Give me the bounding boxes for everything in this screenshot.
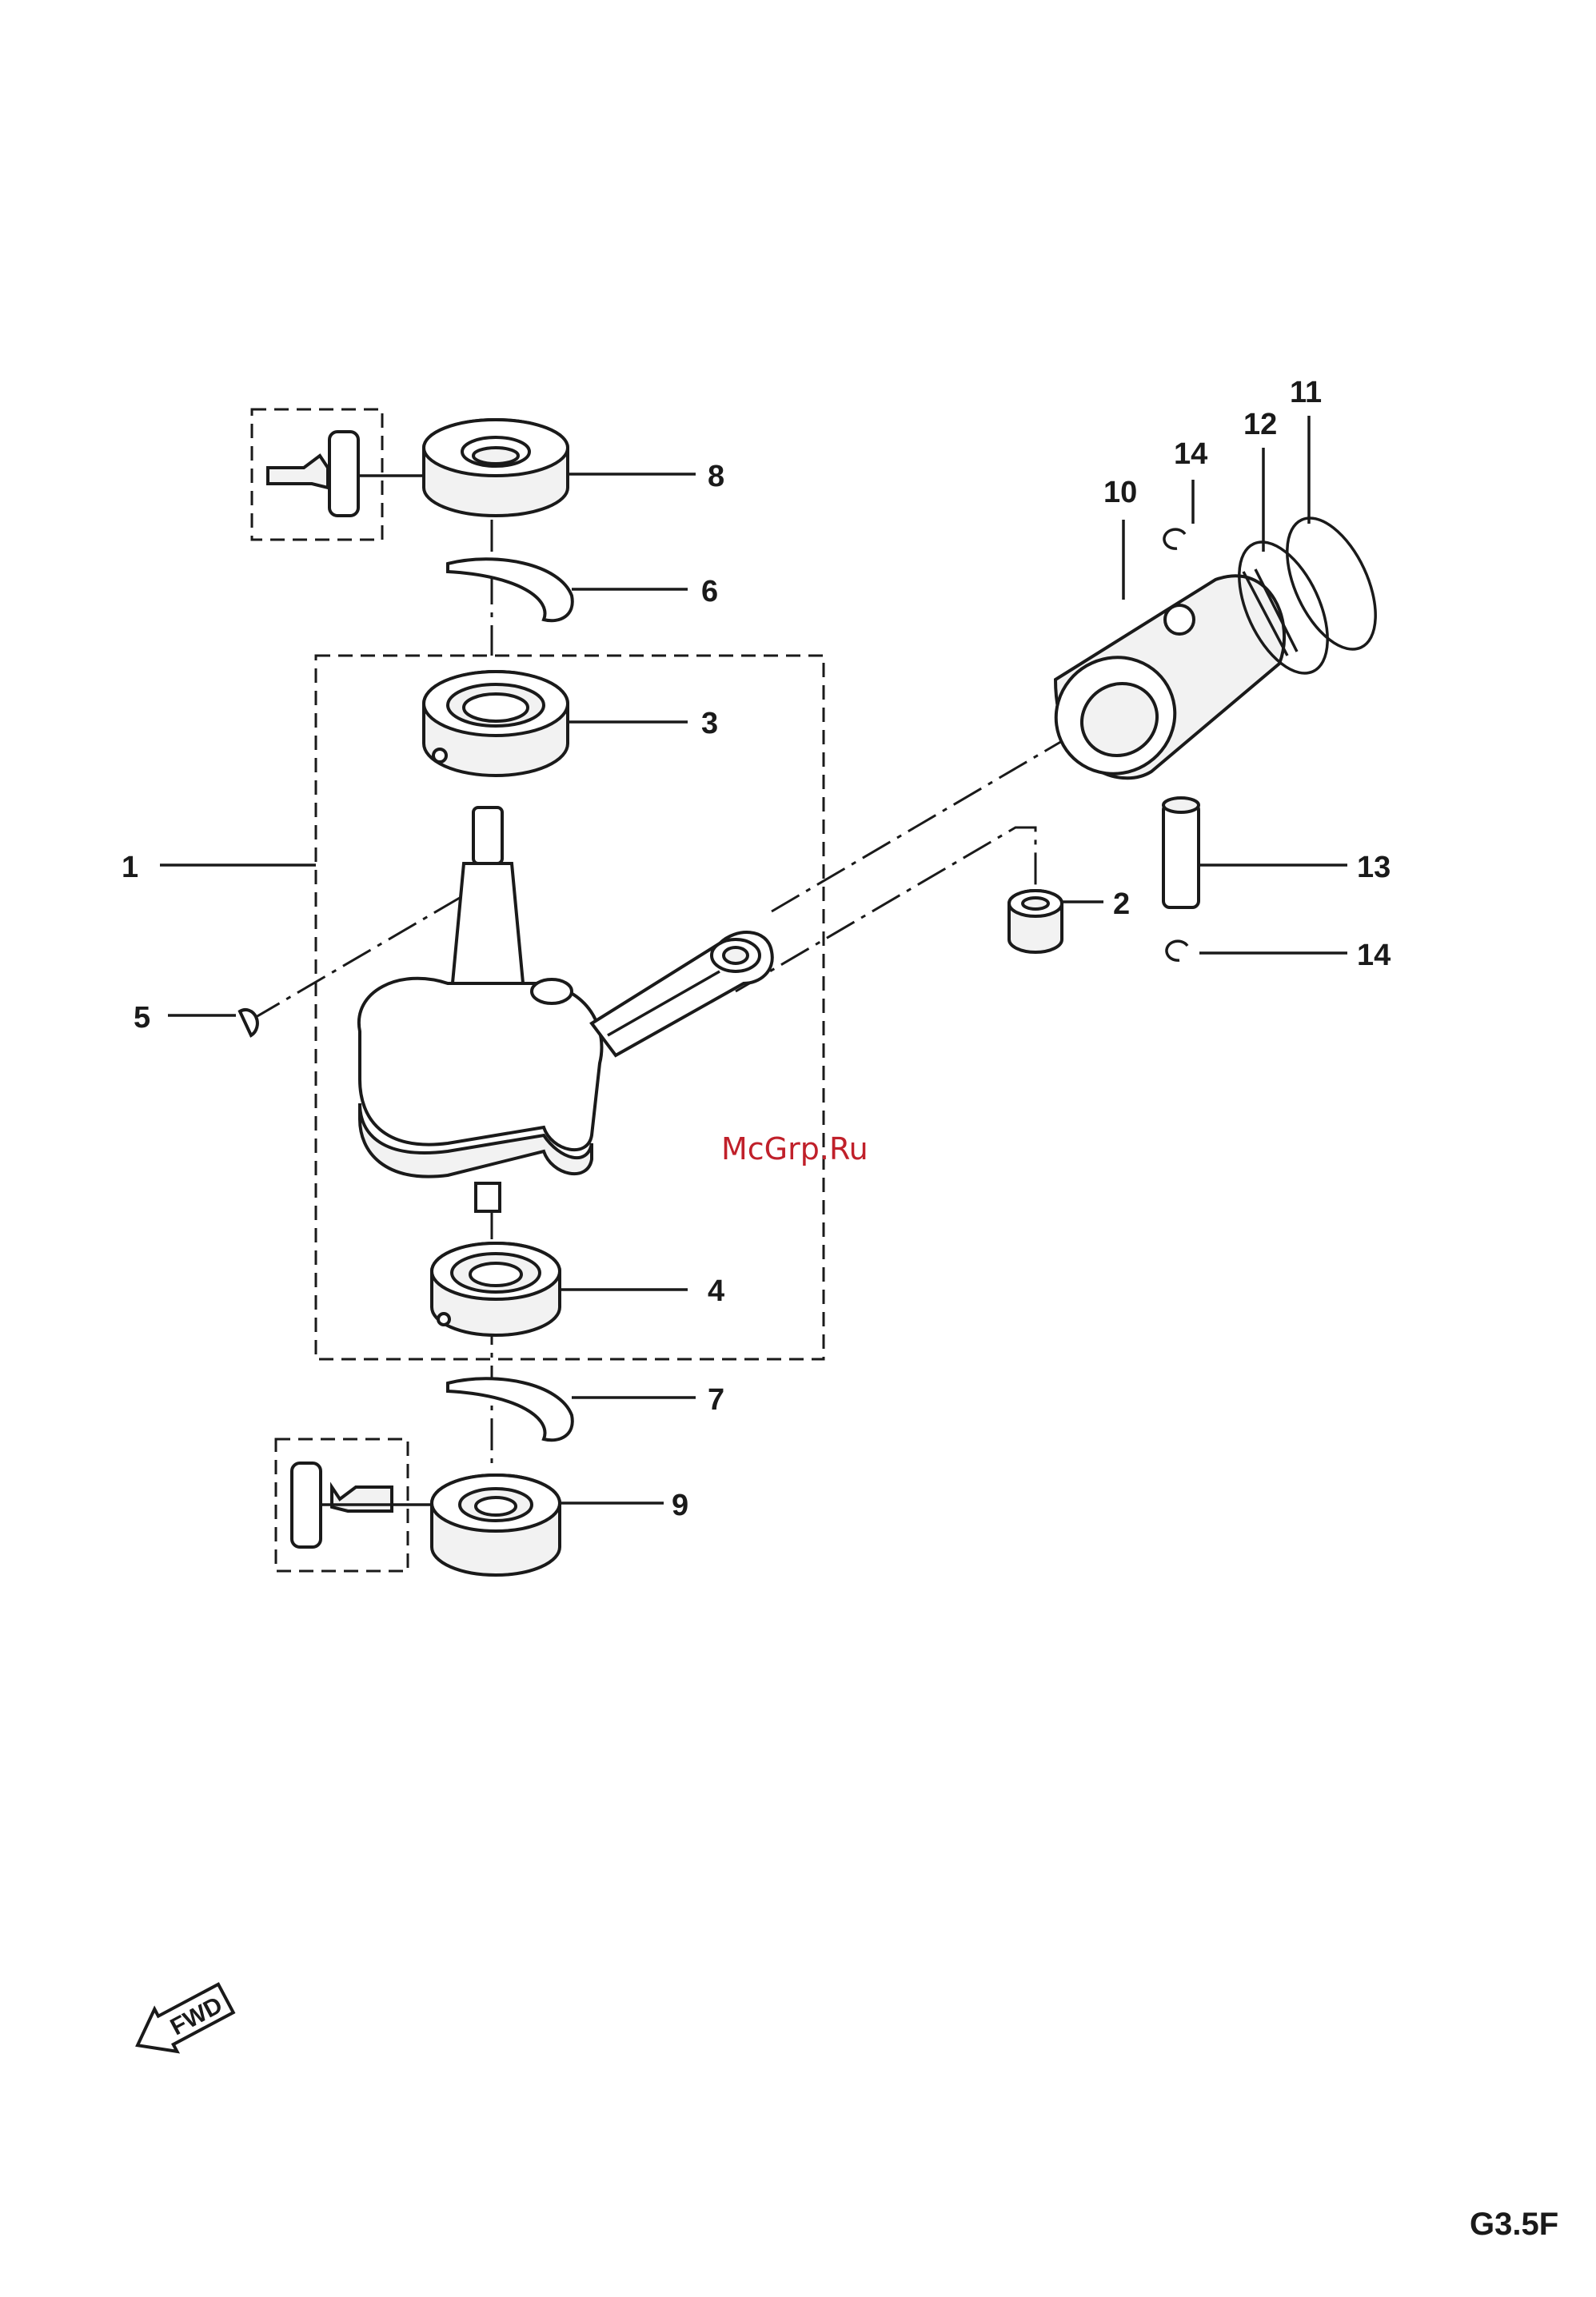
callout-4: 4 xyxy=(708,1274,724,1308)
pin-clip-lower xyxy=(1167,941,1187,960)
circlip-upper xyxy=(448,559,573,620)
pin-axis xyxy=(736,827,1035,991)
ball-bearing-lower xyxy=(432,1243,560,1335)
pin-clip-upper xyxy=(1164,529,1185,548)
callout-11: 11 xyxy=(1290,376,1322,409)
callout-14-lower: 14 xyxy=(1357,939,1391,972)
callout-5: 5 xyxy=(134,1001,150,1035)
seal-detail-upper xyxy=(252,409,424,540)
callout-14-upper: 14 xyxy=(1174,437,1207,471)
piston xyxy=(1035,569,1297,796)
needle-bearing xyxy=(1009,891,1062,952)
ball-bearing-upper xyxy=(424,672,568,776)
piston-pin xyxy=(1163,798,1199,907)
callout-12: 12 xyxy=(1243,408,1277,441)
crankshaft xyxy=(359,808,772,1211)
callout-6: 6 xyxy=(701,575,718,608)
callout-2: 2 xyxy=(1113,887,1130,921)
callout-1: 1 xyxy=(122,851,138,884)
piston-axis xyxy=(772,736,1071,911)
woodruff-key xyxy=(240,1010,257,1035)
oil-seal-lower xyxy=(432,1475,560,1575)
callout-3: 3 xyxy=(701,707,718,740)
diagram-code: G3.5F xyxy=(1470,2207,1558,2242)
fwd-arrow-icon: FWD xyxy=(126,1977,237,2067)
oil-seal-upper xyxy=(424,420,568,516)
circlip-lower xyxy=(448,1378,573,1440)
seal-detail-lower xyxy=(276,1439,432,1571)
callout-7: 7 xyxy=(708,1383,724,1417)
callout-10: 10 xyxy=(1103,476,1137,509)
watermark-text: McGrp.Ru xyxy=(721,1131,868,1166)
piston-ring-11 xyxy=(1269,504,1394,663)
callout-8: 8 xyxy=(708,460,724,493)
callout-9: 9 xyxy=(672,1489,688,1522)
callout-13: 13 xyxy=(1357,851,1391,884)
